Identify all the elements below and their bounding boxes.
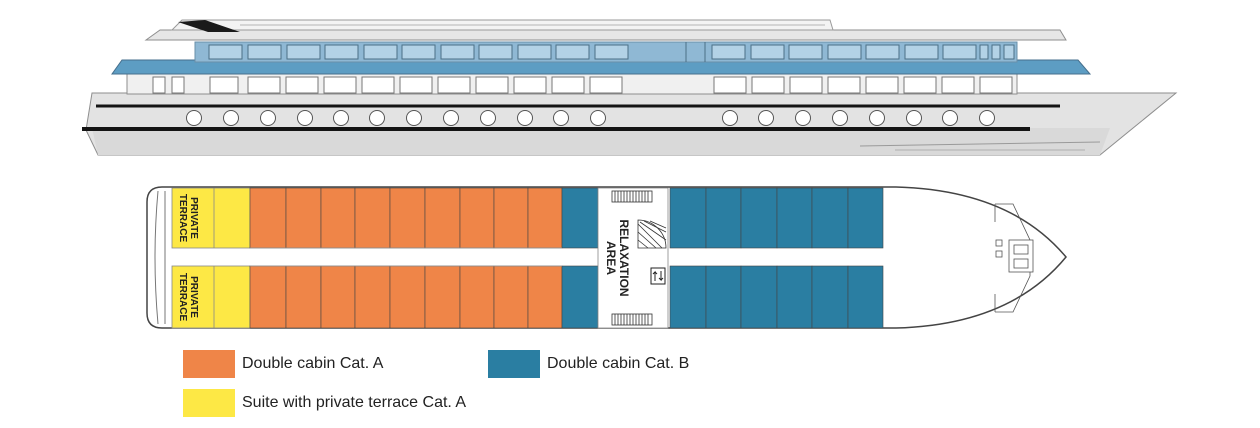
cabin [493,187,529,249]
cabin [285,265,322,329]
cabin [320,187,356,249]
cabin [249,265,287,329]
svg-text:PRIVATE: PRIVATE [188,276,199,318]
legend-cat-a: Double cabin Cat. A [183,350,383,378]
cabin [705,265,742,329]
cabin [424,265,461,329]
cabin [389,187,426,249]
cabin [354,265,391,329]
svg-text:PRIVATE: PRIVATE [188,197,199,239]
private-terrace-label-bottom: PRIVATE TERRACE [177,273,199,322]
cabin [527,187,563,249]
legend-label-cat-a: Double cabin Cat. A [242,355,384,372]
svg-text:AREA: AREA [604,241,618,275]
cabin [811,187,849,249]
legend-label-cat-b: Double cabin Cat. B [547,355,690,372]
legend-swatch-cat-b [488,350,540,378]
cabin [527,265,563,329]
cabin [776,265,813,329]
cabin [285,187,322,249]
cabin [249,187,287,249]
cabin [669,187,707,249]
cabin [740,187,778,249]
cabin [740,265,778,329]
relaxation-area-label: RELAXATION AREA [604,219,631,296]
cabin [811,265,849,329]
legend-suite: Suite with private terrace Cat. A [183,389,466,417]
legend-swatch-suite [183,389,235,417]
cabin [669,265,707,329]
suite-cabin [171,187,251,329]
porthole-row [186,110,995,126]
cabin [776,187,813,249]
cabin [561,187,599,249]
cabin [847,265,884,329]
stairs-icon [611,190,667,326]
cabin [424,187,461,249]
bow-equipment-icon [994,203,1034,313]
cat-b-cabins [561,187,884,329]
cabin [459,187,495,249]
legend-cat-b: Double cabin Cat. B [488,350,689,378]
legend-swatch-cat-a [183,350,235,378]
elevator-icon [650,267,666,285]
svg-text:TERRACE: TERRACE [177,273,188,322]
cabin [389,265,426,329]
deck-plan: RELAXATION AREA PRIVATE TERRACE PRIVATE … [146,186,1067,329]
cabin [459,265,495,329]
cat-a-cabins [249,187,563,329]
private-terrace-label-top: PRIVATE TERRACE [177,194,199,243]
cabin [561,265,599,329]
ship-side-profile-icon [82,19,1178,156]
cabin [320,265,356,329]
legend-label-suite: Suite with private terrace Cat. A [242,394,467,411]
svg-text:TERRACE: TERRACE [177,194,188,243]
cabin [705,187,742,249]
cabin [354,187,391,249]
svg-text:RELAXATION: RELAXATION [617,219,631,296]
cabin [847,187,884,249]
cabin [493,265,529,329]
